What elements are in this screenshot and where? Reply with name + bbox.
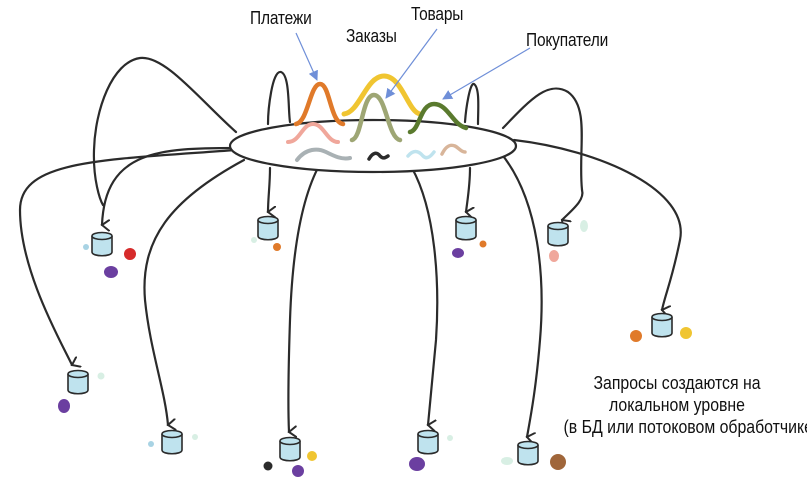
blob — [307, 451, 317, 461]
blob — [550, 454, 566, 470]
leg-db-7 — [287, 162, 322, 432]
local-queries-note: Запросы создаются на локальном уровне (в… — [563, 372, 807, 438]
database-icon — [279, 436, 301, 462]
central-platform — [228, 118, 518, 174]
database-icon — [91, 231, 113, 257]
blob — [263, 461, 273, 471]
database-icon — [257, 215, 279, 241]
payments-label-arrow — [295, 32, 318, 81]
blob — [58, 399, 70, 413]
leg-db-4 — [562, 188, 584, 220]
note-line-2: локальном уровне — [608, 395, 745, 415]
blob — [549, 250, 559, 262]
label-customers: Покупатели — [526, 30, 609, 50]
label-payments: Платежи — [250, 8, 312, 28]
leg-db-2 — [268, 166, 270, 212]
blob — [104, 266, 118, 278]
blob — [580, 220, 588, 232]
blob — [479, 240, 487, 248]
label-arrows — [295, 28, 531, 100]
stream-wave-tan — [440, 143, 467, 156]
leg-upper-right — [501, 87, 584, 192]
blob — [273, 243, 281, 251]
leg-upper-mid-left — [266, 70, 292, 126]
data-blobs — [58, 220, 692, 477]
database-icon — [455, 215, 477, 241]
label-orders: Заказы — [346, 26, 397, 46]
stream-wave-light-blue — [406, 149, 436, 160]
leg-db-5 — [18, 148, 238, 365]
note-line-1: Запросы создаются на — [593, 373, 761, 393]
stream-payments-small-curve — [286, 121, 340, 144]
lower-legs — [18, 138, 682, 437]
database-icon — [161, 429, 183, 455]
database-icon — [417, 429, 439, 455]
blob — [292, 465, 304, 477]
stream-goods-curve — [341, 73, 423, 117]
database-icon — [517, 440, 539, 466]
leg-db-9 — [498, 150, 543, 437]
event-streams — [286, 73, 469, 162]
stream-payments-curve — [293, 81, 346, 127]
database-icon — [67, 369, 89, 395]
blob — [148, 441, 154, 447]
goods-label-arrow — [385, 28, 438, 99]
leg-db-1 — [102, 146, 238, 225]
blob — [452, 248, 464, 258]
leg-db-8 — [410, 166, 439, 425]
blob — [409, 457, 425, 471]
blob — [630, 330, 642, 342]
stream-orders-curve — [349, 92, 403, 143]
leg-db-3 — [466, 166, 470, 212]
stream-wave-grey — [295, 147, 352, 162]
database-icon — [651, 312, 673, 338]
blob — [192, 434, 198, 440]
label-goods: Товары — [411, 4, 464, 24]
blob — [124, 248, 136, 260]
upper-legs — [92, 56, 584, 207]
stream-wave-dark — [367, 151, 390, 161]
blob — [251, 237, 257, 243]
database-icon — [547, 221, 569, 247]
stream-customers-curve — [407, 101, 469, 135]
blob — [501, 457, 513, 465]
leg-upper-left — [92, 56, 238, 207]
blob — [680, 327, 692, 339]
blob — [97, 372, 105, 380]
leg-db-10 — [512, 138, 682, 310]
blob — [447, 435, 453, 441]
leg-db-6 — [143, 158, 246, 425]
customers-label-arrow — [442, 47, 531, 100]
blob — [83, 244, 89, 250]
note-line-3: (в БД или потоковом обработчике) — [563, 417, 807, 437]
local-databases — [67, 215, 673, 466]
leg-upper-mid-right — [463, 82, 480, 126]
